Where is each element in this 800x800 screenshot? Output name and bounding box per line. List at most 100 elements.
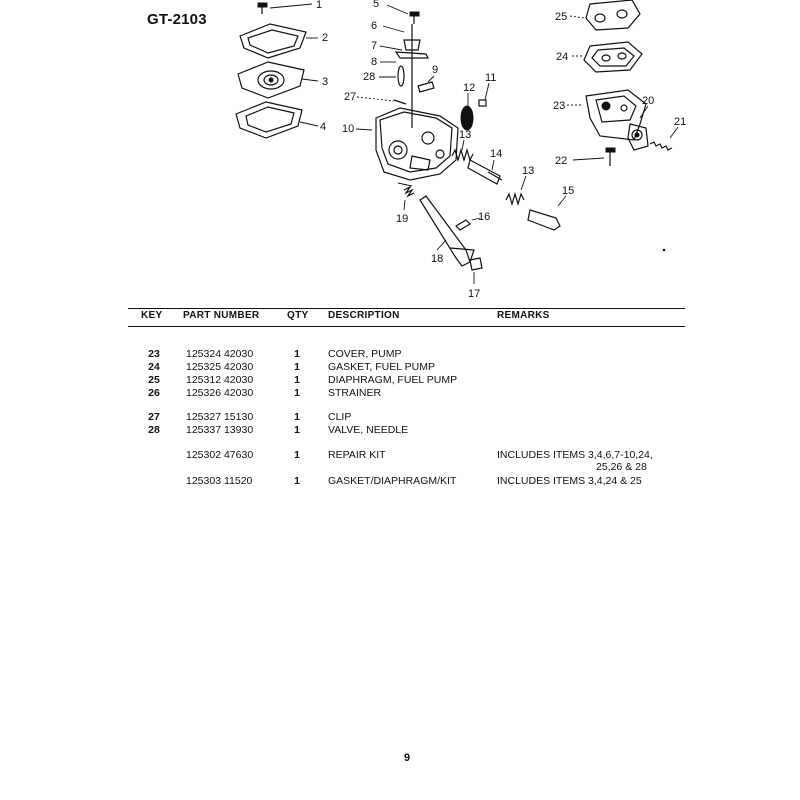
table-row: 27 125327 15130 1 CLIP (0, 411, 800, 424)
cell-part-number: 125324 42030 (186, 348, 254, 360)
table-row: 25 125312 42030 1 DIAPHRAGM, FUEL PUMP (0, 374, 800, 387)
cell-qty: 1 (294, 387, 300, 399)
part-spring-19 (397, 182, 415, 211)
cell-description: GASKET/DIAPHRAGM/KIT (328, 475, 457, 487)
cell-key: 24 (148, 361, 160, 373)
callout-22: 22 (555, 155, 567, 167)
cell-key: 26 (148, 387, 160, 399)
part-gasket-24 (572, 41, 643, 73)
cell-description: GASKET, FUEL PUMP (328, 361, 435, 373)
cell-key: 27 (148, 411, 160, 423)
part-diaphragm-25 (569, 0, 641, 31)
callout-25: 25 (555, 11, 567, 23)
part-spring-13-lower (505, 175, 527, 207)
cell-key: 28 (148, 424, 160, 436)
cell-qty: 1 (294, 424, 300, 436)
callout-15: 15 (562, 185, 574, 197)
cell-part-number: 125312 42030 (186, 374, 254, 386)
cell-part-number: 125337 13930 (186, 424, 254, 436)
part-needle-15 (527, 195, 567, 231)
cell-qty: 1 (294, 374, 300, 386)
part-screw-5 (386, 4, 420, 24)
cell-part-number: 125325 42030 (186, 361, 254, 373)
callout-24: 24 (556, 51, 568, 63)
cell-part-number: 125327 15130 (186, 411, 254, 423)
cell-qty: 1 (294, 449, 300, 461)
part-clip-27 (356, 96, 407, 105)
callout-10: 10 (342, 123, 354, 135)
cell-qty: 1 (294, 348, 300, 360)
table-row: 125302 47630 1 REPAIR KIT INCLUDES ITEMS… (0, 449, 800, 475)
cell-description: REPAIR KIT (328, 449, 386, 461)
part-diaphragm-3 (237, 61, 319, 99)
part-spring-13-upper (451, 139, 474, 163)
callout-8: 8 (371, 56, 377, 68)
callout-28: 28 (363, 71, 375, 83)
table-row: 28 125337 13930 1 VALVE, NEEDLE (0, 424, 800, 437)
callout-5: 5 (373, 0, 379, 10)
part-gasket-4 (235, 101, 319, 139)
part-lever-18 (419, 195, 475, 267)
callout-16: 16 (478, 211, 490, 223)
part-nut-17 (469, 257, 483, 284)
part-pump-cover-23 (567, 89, 649, 151)
part-screw-1 (257, 2, 313, 14)
part-screw-11 (478, 82, 490, 107)
cell-key: 25 (148, 374, 160, 386)
part-pin-16 (455, 217, 481, 231)
callout-7: 7 (371, 40, 377, 52)
header-key: KEY (141, 310, 163, 321)
cell-remarks: INCLUDES ITEMS 3,4,24 & 25 (497, 475, 642, 487)
part-disc-12 (460, 93, 474, 131)
callout-13-upper: 13 (459, 129, 471, 141)
cell-description: DIAPHRAGM, FUEL PUMP (328, 374, 458, 386)
callout-11: 11 (485, 72, 496, 84)
part-spring-9 (417, 75, 435, 93)
part-cover-2 (239, 23, 318, 59)
cell-remarks-continued: 25,26 & 28 (596, 461, 647, 473)
part-strainer-20 (639, 105, 649, 119)
table-row: 125303 11520 1 GASKET/DIAPHRAGM/KIT INCL… (0, 475, 800, 488)
cell-qty: 1 (294, 361, 300, 373)
cell-key: 23 (148, 348, 160, 360)
header-qty: QTY (287, 310, 309, 321)
callout-1: 1 (316, 0, 322, 11)
callout-2: 2 (322, 32, 328, 44)
page-number: 9 (404, 752, 411, 764)
table-rule-header (128, 326, 685, 327)
callout-19: 19 (396, 213, 408, 225)
part-needle-14 (467, 159, 503, 185)
callout-21: 21 (674, 116, 686, 128)
callout-18: 18 (431, 253, 443, 265)
cell-description: CLIP (328, 411, 352, 423)
cell-part-number: 125303 11520 (186, 475, 253, 487)
header-part-number: PART NUMBER (183, 310, 260, 321)
cell-description: COVER, PUMP (328, 348, 402, 360)
cell-part-number: 125302 47630 (186, 449, 254, 461)
model-code: GT-2103 (147, 11, 207, 28)
callout-9: 9 (432, 64, 438, 76)
callout-13-lower: 13 (522, 165, 534, 177)
table-rule-top (128, 308, 685, 309)
callout-6: 6 (371, 20, 377, 32)
part-plug-21 (649, 126, 679, 151)
callout-12: 12 (463, 82, 475, 94)
callout-14: 14 (490, 148, 502, 160)
cell-qty: 1 (294, 475, 300, 487)
part-screw-22 (572, 147, 616, 166)
part-carburetor-body-10 (355, 107, 459, 181)
callout-17: 17 (468, 288, 480, 300)
table-row: 23 125324 42030 1 COVER, PUMP (0, 348, 800, 361)
table-row: 24 125325 42030 1 GASKET, FUEL PUMP (0, 361, 800, 374)
callout-4: 4 (320, 121, 326, 133)
callout-23: 23 (553, 100, 565, 112)
cell-description: STRAINER (328, 387, 382, 399)
part-valve-28 (379, 65, 405, 87)
carburetor-exploded-diagram: 1 2 3 4 5 6 7 8 28 9 12 11 27 10 13 14 1… (235, 0, 686, 300)
callout-20: 20 (642, 95, 654, 107)
callout-3: 3 (322, 76, 328, 88)
cell-part-number: 125326 42030 (186, 387, 254, 399)
header-remarks: REMARKS (497, 310, 550, 321)
cell-description: VALVE, NEEDLE (328, 424, 409, 436)
